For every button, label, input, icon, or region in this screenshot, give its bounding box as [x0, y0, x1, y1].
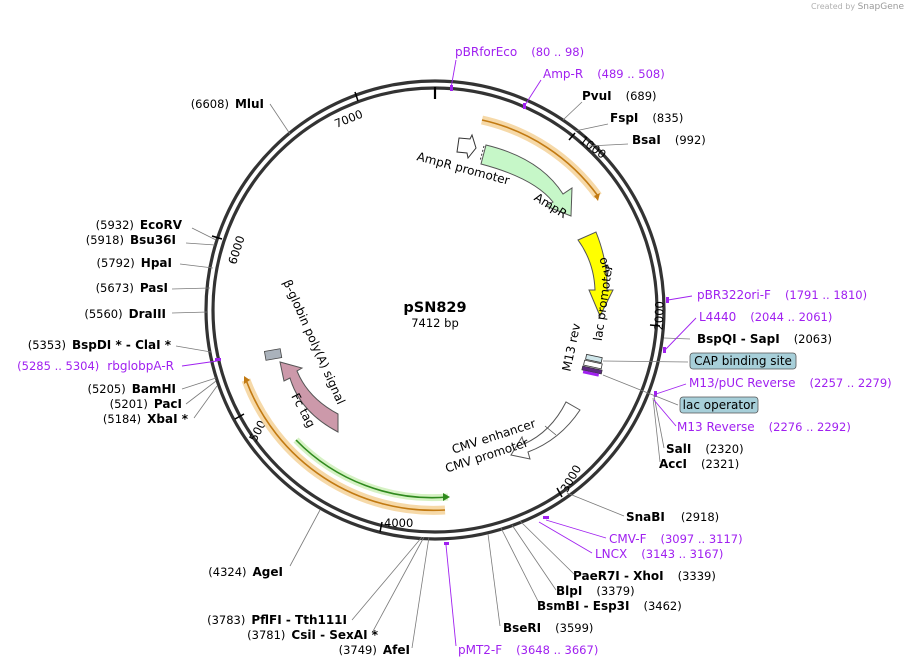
- primer-label-m13-reverse: M13 Reverse(2276 .. 2292): [677, 420, 851, 434]
- site-label-bspdi-clai: (5353)BspDI * - ClaI *: [28, 338, 172, 352]
- bglobin-box: [263, 348, 283, 361]
- site-label-fspi: FspI(835): [610, 111, 683, 125]
- site-label-bseri: BseRI(3599): [503, 621, 593, 635]
- site-label-draiii: (5560)DraIII: [84, 307, 166, 321]
- primer-label-m13-puc-reverse: M13/pUC Reverse(2257 .. 2279): [689, 376, 892, 390]
- green-orf-arc: [293, 437, 450, 502]
- site-label-pflfi-tth111i: (3783)PflFI - Tth111I: [207, 613, 347, 627]
- lac-elements: [581, 353, 603, 377]
- site-label-paci: (5201)PacI: [110, 397, 182, 411]
- site-label-pvui: PvuI(689): [582, 89, 657, 103]
- primer-label-amp-r: Amp-R(489 .. 508): [543, 67, 665, 81]
- plasmid-size: 7412 bp: [411, 316, 459, 330]
- fc-orf-arc: [241, 376, 446, 515]
- site-label-bsai: BsaI(992): [632, 133, 706, 147]
- site-leaders: [171, 101, 691, 649]
- site-label-pasi: (5673)PasI: [96, 281, 168, 295]
- cap-binding-site-label: CAP binding site: [694, 354, 792, 368]
- site-label-acci: AccI(2321): [659, 457, 739, 471]
- primer-markers: [215, 85, 669, 545]
- primer-label-lncx: LNCX(3143 .. 3167): [595, 547, 723, 561]
- site-label-bspqi-sapi: BspQI - SapI(2063): [697, 332, 832, 346]
- tick-label-6000: 6000: [225, 234, 247, 266]
- primer-label-pmt2-f: pMT2-F(3648 .. 3667): [458, 643, 598, 657]
- site-label-xbai: (5184)XbaI *: [103, 412, 189, 426]
- site-label-snabi: SnaBI(2918): [626, 510, 719, 524]
- fc-tag-feature: [279, 361, 339, 433]
- site-label-paer7i-xhoi: PaeR7I - XhoI(3339): [573, 569, 716, 583]
- lac-operator-box: lac operator: [679, 396, 759, 414]
- tick-label-4000: 4000: [384, 516, 413, 530]
- lac-operator-leader: [602, 374, 679, 406]
- site-label-mlui: (6608)MluI: [191, 97, 264, 111]
- primer-label-pbrforeco: pBRforEco(80 .. 98): [455, 45, 584, 59]
- site-label-agei: (4324)AgeI: [208, 565, 283, 579]
- ori-feature: [577, 231, 614, 318]
- ampr-feature: [479, 144, 573, 217]
- site-label-csii-sexai: (3781)CsiI - SexAI *: [247, 628, 379, 642]
- tick-label-2000: 2000: [652, 301, 667, 331]
- cmv-feature: [510, 401, 581, 460]
- snapgene-credit: Created by SnapGene: [811, 2, 904, 12]
- cap-leader: [602, 360, 689, 363]
- site-label-sali: SalI(2320): [666, 442, 744, 456]
- ampr-promoter-feature: [456, 133, 477, 160]
- lac-operator-label: lac operator: [683, 398, 756, 412]
- cap-binding-site-box: CAP binding site: [689, 352, 797, 370]
- plasmid-name: pSN829: [403, 300, 466, 316]
- site-label-bsu36i: (5918)Bsu36I: [86, 233, 176, 247]
- primer-label-rbglobpa-r: (5285 .. 5304)rbglobpA-R: [17, 359, 174, 373]
- primer-label-cmv-f: CMV-F(3097 .. 3117): [609, 532, 743, 546]
- amp-orf-arc: [481, 115, 602, 201]
- credit-brand: SnapGene: [857, 2, 904, 12]
- site-label-hpai: (5792)HpaI: [97, 256, 172, 270]
- site-label-blpi: BlpI(3379): [556, 584, 635, 598]
- primer-leaders: [181, 59, 697, 647]
- tick-marks: [211, 91, 661, 533]
- site-label-afei: (3749)AfeI: [339, 643, 410, 657]
- site-label-ecorv: (5932)EcoRV: [96, 218, 183, 232]
- site-label-bamhi: (5205)BamHI: [87, 382, 176, 396]
- primer-label-l4440: L4440(2044 .. 2061): [699, 310, 832, 324]
- ori-label: ori: [596, 255, 614, 274]
- primer-label-pbr322ori-f: pBR322ori-F(1791 .. 1810): [697, 288, 867, 302]
- bglobin-label: β-globin poly(A) signal: [280, 278, 348, 407]
- m13-rev-label: M13 rev: [559, 322, 583, 372]
- site-label-bsmbi-esp3i: BsmBI - Esp3I(3462): [537, 599, 682, 613]
- credit-prefix: Created by: [811, 2, 856, 11]
